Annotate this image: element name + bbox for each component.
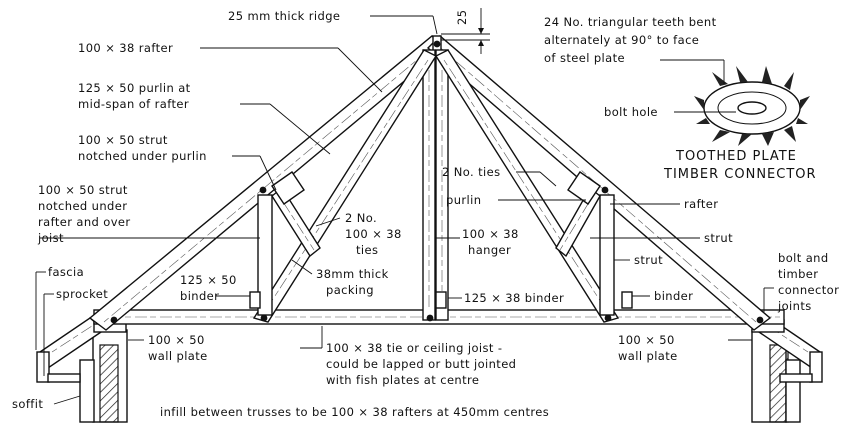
- label-ties-left-2: 100 × 38: [345, 227, 402, 241]
- label-ties-center: 2 No. ties: [442, 165, 501, 179]
- right-inner-tie: [434, 49, 620, 323]
- label-teeth-1: 24 No. triangular teeth bent: [544, 15, 717, 29]
- label-strut-raft-4: joist: [37, 231, 64, 245]
- label-ridge-dim: 25: [455, 10, 469, 25]
- label-bolt-2: timber: [778, 267, 818, 281]
- label-bolt-1: bolt and: [778, 251, 829, 265]
- label-hanger-1: 100 × 38: [462, 227, 519, 241]
- label-binder-center: 125 × 38 binder: [464, 291, 564, 305]
- label-packing-2: packing: [326, 283, 374, 297]
- label-strut-right-1: strut: [704, 231, 733, 245]
- label-wall-plate-left-1: 100 × 50: [148, 333, 205, 347]
- label-rafter-left: 100 × 38 rafter: [78, 41, 173, 55]
- label-binder-right: binder: [654, 289, 693, 303]
- left-binder: [249, 291, 261, 309]
- label-strut-notched-1: 100 × 50 strut: [78, 133, 168, 147]
- ridge-dimension: [441, 8, 490, 54]
- label-wall-plate-right-2: wall plate: [618, 349, 678, 363]
- label-strut-notched-2: notched under purlin: [78, 149, 207, 163]
- label-ties-left-3: ties: [356, 243, 378, 257]
- label-strut-raft-2: notched under: [38, 199, 127, 213]
- label-fascia: fascia: [48, 265, 84, 279]
- label-ties-left-1: 2 No.: [345, 211, 377, 225]
- label-rafter-right: rafter: [684, 197, 718, 211]
- label-connector-title-2: TIMBER CONNECTOR: [663, 167, 817, 182]
- left-wall: [79, 329, 128, 423]
- label-purlin-right: purlin: [446, 193, 481, 207]
- label-tie-1: 100 × 38 tie or ceiling joist -: [326, 341, 502, 355]
- label-purlin-2: mid-span of rafter: [78, 97, 189, 111]
- right-binder: [621, 291, 633, 309]
- label-binder-left-2: binder: [180, 289, 219, 303]
- toothed-plate-connector: [694, 66, 810, 146]
- label-hanger-2: hanger: [468, 243, 511, 257]
- label-teeth-2: alternately at 90° to face: [544, 33, 699, 47]
- right-purlin: [567, 171, 601, 205]
- label-bolt-3: connector: [778, 283, 839, 297]
- label-connector-title-1: TOOTHED PLATE: [675, 149, 797, 164]
- label-tie-3: with fish plates at centre: [326, 373, 479, 387]
- right-vertical-strut: [599, 194, 615, 316]
- label-strut-right-2: strut: [634, 253, 663, 267]
- label-purlin-1: 125 × 50 purlin at: [78, 81, 191, 95]
- center-hanger: [422, 49, 449, 321]
- label-strut-raft-1: 100 × 50 strut: [38, 183, 128, 197]
- label-bolt-4: joints: [777, 299, 812, 313]
- label-wall-plate-right-1: 100 × 50: [618, 333, 675, 347]
- label-ridge: 25 mm thick ridge: [228, 9, 340, 23]
- left-diagonal-strut: [271, 186, 321, 258]
- left-inner-tie: [252, 49, 438, 323]
- bolts: [110, 40, 764, 324]
- label-teeth-3: of steel plate: [544, 51, 625, 65]
- left-purlin: [271, 171, 305, 205]
- labels: 25 mm thick ridge 25 100 × 38 rafter 125…: [12, 9, 839, 419]
- label-binder-left-1: 125 × 50: [180, 273, 237, 287]
- label-wall-plate-left-2: wall plate: [148, 349, 208, 363]
- right-diagonal-strut: [555, 186, 601, 258]
- label-strut-raft-3: rafter and over: [38, 215, 131, 229]
- label-packing-1: 38mm thick: [316, 267, 389, 281]
- label-sprocket: sprocket: [56, 287, 108, 301]
- center-binder: [435, 291, 447, 309]
- label-soffit: soffit: [12, 397, 43, 411]
- leader-lines: [35, 15, 774, 405]
- label-bolt-hole: bolt hole: [604, 105, 658, 119]
- label-infill: infill between trusses to be 100 × 38 ra…: [160, 405, 549, 419]
- label-tie-2: could be lapped or butt jointed: [326, 357, 516, 371]
